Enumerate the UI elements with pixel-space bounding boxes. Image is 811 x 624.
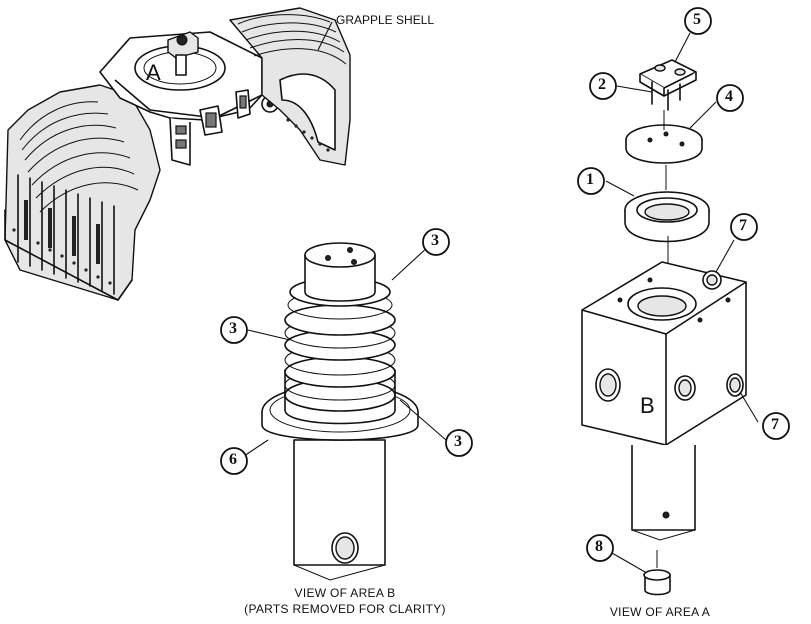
grapple-shell-label: GRAPPLE SHELL xyxy=(336,13,435,27)
callout-5-bubble xyxy=(684,7,712,35)
view-a-title: VIEW OF AREA A xyxy=(609,605,711,619)
area-b-marker: B xyxy=(640,393,655,418)
callout-7a-bubble xyxy=(730,213,758,241)
callout-1-number: 1 xyxy=(586,171,594,188)
area-a-marker: A xyxy=(146,60,161,85)
callout-3b-number: 3 xyxy=(229,320,237,337)
callout-3c-number: 3 xyxy=(454,433,462,450)
callout-4-bubble xyxy=(716,84,744,112)
callout-3c-bubble xyxy=(445,429,473,457)
callout-8-bubble xyxy=(586,534,614,562)
callout-1-bubble xyxy=(577,167,605,195)
callout-5-number: 5 xyxy=(693,11,701,28)
callout-3b-bubble xyxy=(220,316,248,344)
callout-4-number: 4 xyxy=(725,88,733,105)
callout-7b-bubble xyxy=(762,412,790,440)
callout-bubbles xyxy=(220,7,790,562)
callout-2-number: 2 xyxy=(598,76,606,93)
view-b-subtitle: (PARTS REMOVED FOR CLARITY) xyxy=(244,602,446,616)
area-a-view xyxy=(581,32,759,596)
view-b-title: VIEW OF AREA B xyxy=(294,586,396,600)
grapple-overview xyxy=(4,7,351,301)
callout-7a-number: 7 xyxy=(739,217,747,234)
area-b-view xyxy=(237,242,447,581)
callout-6-number: 6 xyxy=(229,451,237,468)
callout-7b-number: 7 xyxy=(771,416,779,433)
callout-8-number: 8 xyxy=(595,538,603,555)
callout-6-bubble xyxy=(220,447,248,475)
callout-2-bubble xyxy=(589,72,617,100)
callout-3a-number: 3 xyxy=(431,232,439,249)
callout-3a-bubble xyxy=(422,228,450,256)
